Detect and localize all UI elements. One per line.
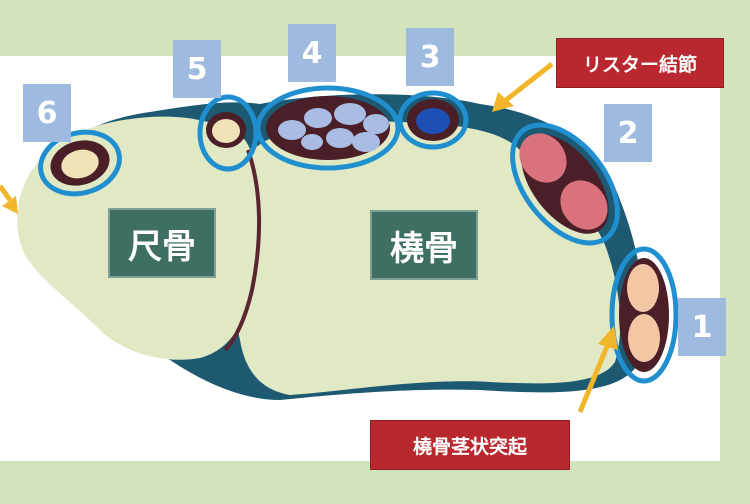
compartment-number-6: 6 — [23, 84, 71, 142]
compartment-number-4: 4 — [288, 24, 336, 82]
compartment-number-1: 1 — [678, 298, 726, 356]
compartment-1 — [609, 246, 679, 384]
compartment-number-5: 5 — [173, 40, 221, 98]
left-arrow — [0, 184, 18, 214]
compartment-3 — [397, 90, 469, 150]
radial-styloid-callout: 橈骨茎状突起 — [370, 420, 570, 470]
radius-label: 橈骨 — [370, 210, 478, 280]
compartment-5 — [197, 94, 259, 172]
compartment-6 — [38, 129, 122, 197]
lister-arrow — [492, 62, 554, 112]
ulna-radius-gap — [223, 149, 262, 352]
compartment-2 — [510, 122, 620, 246]
compartment-4 — [255, 85, 401, 171]
lister-tubercle-callout: リスター結節 — [556, 38, 724, 88]
compartment-number-3: 3 — [406, 28, 454, 86]
compartment-number-2: 2 — [604, 104, 652, 162]
styloid-arrow — [577, 326, 618, 413]
ulna-label: 尺骨 — [108, 208, 216, 278]
